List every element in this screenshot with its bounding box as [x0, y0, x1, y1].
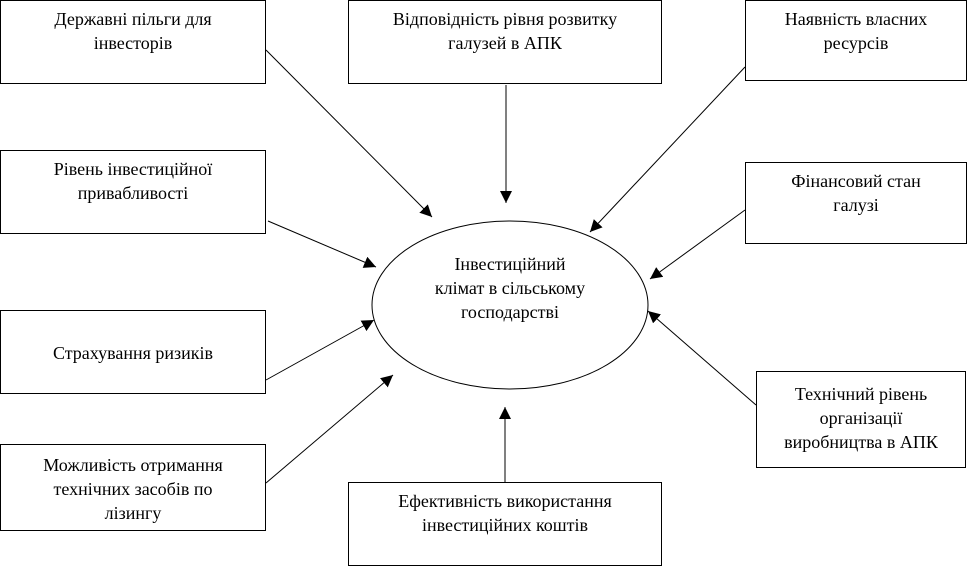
center-line: клімат в сільському: [434, 278, 586, 298]
factor-box-industry-development: Відповідність рівня розвитку галузей в А…: [348, 0, 662, 84]
factor-box-technical-level: Технічний рівень організації виробництва…: [756, 371, 966, 468]
center-line: господарстві: [461, 302, 559, 322]
arrow-technical-level: [647, 310, 757, 406]
factor-text: ресурсів: [823, 33, 889, 53]
factor-box-state-benefits: Державні пільги для інвесторів: [0, 0, 266, 84]
factor-text: Ефективність використання: [398, 491, 612, 511]
factor-text: галузі: [833, 195, 879, 215]
factor-text: інвестиційних коштів: [421, 515, 589, 535]
factor-text: привабливості: [77, 183, 189, 203]
factor-box-attractiveness: Рівень інвестиційної привабливості: [0, 150, 266, 234]
arrow-state-benefits: [265, 49, 433, 218]
factor-box-leasing: Можливість отримання технічних засобів п…: [0, 444, 266, 531]
factor-text: Технічний рівень: [794, 384, 928, 404]
center-label: Інвестиційний клімат в сільському господ…: [392, 252, 628, 324]
factor-text: Відповідність рівня розвитку: [392, 9, 618, 29]
factor-box-investment-efficiency: Ефективність використання інвестиційних …: [348, 482, 662, 566]
arrow-attractiveness: [267, 220, 377, 268]
factor-box-financial-state: Фінансовий стан галузі: [745, 162, 967, 244]
factor-text: технічних засобів по: [53, 479, 213, 499]
factor-text: лізингу: [104, 503, 162, 523]
center-ellipse: [371, 220, 649, 390]
factor-text: Державні пільги для: [54, 9, 212, 29]
factor-text: виробництва в АПК: [784, 432, 938, 452]
factor-text: Рівень інвестиційної: [53, 159, 213, 179]
arrow-financial-state: [649, 209, 746, 280]
factor-text: Можливість отримання: [43, 455, 223, 475]
arrow-risk-insurance: [265, 319, 375, 381]
arrow-own-resources: [589, 66, 746, 233]
factor-box-own-resources: Наявність власних ресурсів: [745, 0, 967, 81]
factor-text: галузей в АПК: [448, 33, 562, 53]
factor-text: Фінансовий стан: [791, 171, 921, 191]
center-line: Інвестиційний: [454, 254, 566, 274]
factor-box-risk-insurance: Страхування ризиків: [0, 310, 266, 394]
factor-text: Наявність власних: [784, 9, 928, 29]
arrow-leasing: [265, 374, 394, 484]
factor-text: організації: [819, 408, 903, 428]
factor-text: інвесторів: [93, 33, 173, 53]
factor-text: Страхування ризиків: [52, 343, 214, 363]
